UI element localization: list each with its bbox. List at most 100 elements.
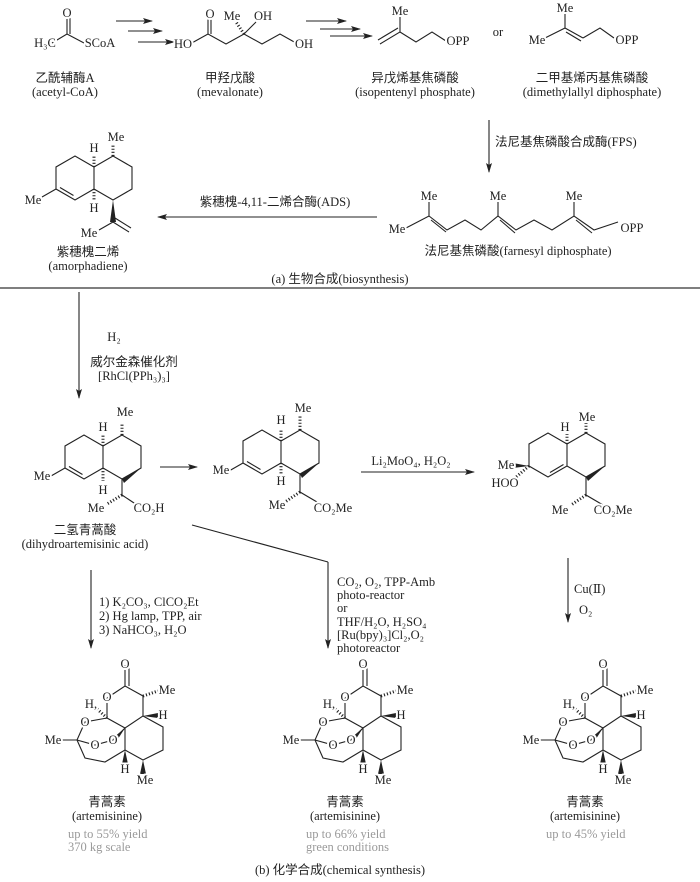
atom-label: O [346, 733, 355, 747]
product-en-label: (artemisinine) [550, 809, 620, 823]
yield-label: up to 66% yield [306, 827, 386, 841]
atom-label: H [158, 708, 167, 722]
atom-label: H [560, 420, 569, 434]
atom-label: H [89, 141, 98, 155]
atom-label: Me [552, 503, 569, 517]
atom-label: H [598, 762, 607, 776]
ipp-cn-label: 异戊烯基焦磷酸 [371, 70, 459, 85]
atom-label: CO₂Me [594, 503, 633, 517]
atom-label: O [80, 715, 89, 729]
atom-label: OH [254, 9, 272, 23]
atom-label: OH [295, 37, 313, 51]
atom-label: H₃C [34, 36, 56, 50]
condition-line: photoreactor [337, 641, 401, 655]
atom-label: Me [579, 410, 596, 424]
farnesyl-diphosphate-structure: Me Me Me Me OPP [387, 187, 646, 238]
product-3-labels: 青蒿素 (artemisinine) up to 45% yield [546, 795, 626, 841]
atom-label: Me [45, 733, 62, 747]
atom-label: O [358, 657, 367, 671]
atom-label: Me [224, 9, 241, 23]
atom-label: Me [295, 401, 312, 415]
amorphadiene-structure: Me H Me H Me [23, 128, 133, 242]
route1-conditions: 1) K₂CO₃, ClCO₂Et 2) Hg lamp, TPP, air 3… [99, 595, 202, 637]
atom-label: O [102, 690, 111, 704]
atom-label: SCoA [85, 36, 116, 50]
atom-label: O [568, 738, 577, 752]
atom-label: CO₂H [134, 501, 165, 515]
mevalonate-structure: HO O Me OH OH [172, 5, 315, 53]
atom-label: HO [174, 37, 192, 51]
product-2-labels: 青蒿素 (artemisinine) up to 66% yield green… [306, 795, 389, 854]
atom-label: Me [389, 222, 406, 236]
condition-line: photo-reactor [337, 588, 405, 602]
atom-label: O [598, 657, 607, 671]
atom-label: H [98, 420, 107, 434]
chemical-synthesis-caption: (b) 化学合成(chemical synthesis) [255, 862, 425, 877]
mevalonate-cn-label: 甲羟戊酸 [205, 70, 256, 85]
atom-label: Me [269, 498, 286, 512]
atom-label: H [276, 413, 285, 427]
atom-label: O [586, 733, 595, 747]
o2-label: O₂ [579, 603, 592, 617]
atom-label: Me [557, 1, 574, 15]
route2-conditions: CO₂, O₂, TPP-Amb photo-reactor or THF/H₂… [337, 575, 435, 655]
product-cn-label: 青蒿素 [88, 795, 126, 809]
fps-enzyme-label: 法尼基焦磷酸合成酶(FPS) [495, 134, 637, 149]
ipp-structure: Me OPP [377, 2, 472, 50]
multistep-arrows-1 [116, 18, 175, 45]
yield-label: up to 45% yield [546, 827, 626, 841]
amorphadiene-cn-label: 紫穗槐二烯 [57, 244, 120, 259]
product-cn-label: 青蒿素 [326, 795, 364, 809]
atom-label: CO₂Me [314, 501, 353, 515]
condition-line: [Ru(bpy)₃]Cl₂,O₂ [337, 628, 424, 642]
yield-note: 370 kg scale [68, 840, 131, 854]
wilkinson-catalyst-label: [RhCl(PPh₃)₃] [98, 369, 170, 383]
route2-connector [191, 524, 329, 563]
atom-label: O [318, 715, 327, 729]
atom-label: Me [392, 4, 409, 18]
artemisinin-structure: O O O O O Me H, Me H H Me [281, 655, 416, 789]
atom-label: Me [523, 733, 540, 747]
dihydroartemisinic-acid-structure: Me H Me H Me CO₂H [32, 403, 167, 517]
atom-label: H [636, 708, 645, 722]
atom-label: OPP [616, 33, 639, 47]
atom-label: Me [498, 458, 515, 472]
atom-label: Me [137, 773, 154, 787]
atom-label: Me [283, 733, 300, 747]
oxidation-reagent-label: Li₂MoO₄, H₂O₂ [371, 454, 450, 468]
atom-label: O [205, 7, 214, 21]
atom-label: Me [88, 501, 105, 515]
cu-catalyst-label: Cu(Ⅱ) [574, 582, 605, 596]
acetyl-coa-cn-label: 乙酰辅酶A [35, 70, 94, 85]
wilkinson-cn-label: 威尔金森催化剂 [90, 354, 178, 369]
atom-label: Me [490, 189, 507, 203]
atom-label: Me [34, 469, 51, 483]
atom-label: H [276, 474, 285, 488]
atom-label: H, [323, 697, 335, 711]
atom-label: OPP [447, 34, 470, 48]
mevalonate-en-label: (mevalonate) [197, 85, 263, 99]
atom-label: Me [397, 683, 414, 697]
atom-label: Me [421, 189, 438, 203]
atom-label: O [108, 733, 117, 747]
product-1-labels: 青蒿素 (artemisinine) up to 55% yield 370 k… [68, 795, 148, 854]
acetyl-coa-structure: H₃C O SCoA [32, 4, 117, 52]
biosynthesis-caption: (a) 生物合成(biosynthesis) [271, 271, 408, 286]
condition-line: 2) Hg lamp, TPP, air [99, 609, 202, 623]
dhaa-en-label: (dihydroartemisinic acid) [22, 537, 149, 551]
acetyl-coa-en-label: (acetyl-CoA) [32, 85, 98, 99]
product-en-label: (artemisinine) [310, 809, 380, 823]
atom-label: Me [25, 193, 42, 207]
atom-label: O [558, 715, 567, 729]
atom-label: O [62, 6, 71, 20]
condition-line: 3) NaHCO₃, H₂O [99, 623, 187, 637]
condition-line: CO₂, O₂, TPP-Amb [337, 575, 435, 589]
yield-note: green conditions [306, 840, 389, 854]
methyl-ester-structure: Me H Me H Me CO₂Me [211, 399, 355, 517]
atom-label: Me [81, 226, 98, 240]
atom-label: O [90, 738, 99, 752]
artemisinin-structure: O O O O O Me H, Me H H Me [43, 655, 178, 789]
condition-line: THF/H₂O, H₂SO₄ [337, 615, 426, 629]
atom-label: Me [213, 463, 230, 477]
atom-label: Me [637, 683, 654, 697]
